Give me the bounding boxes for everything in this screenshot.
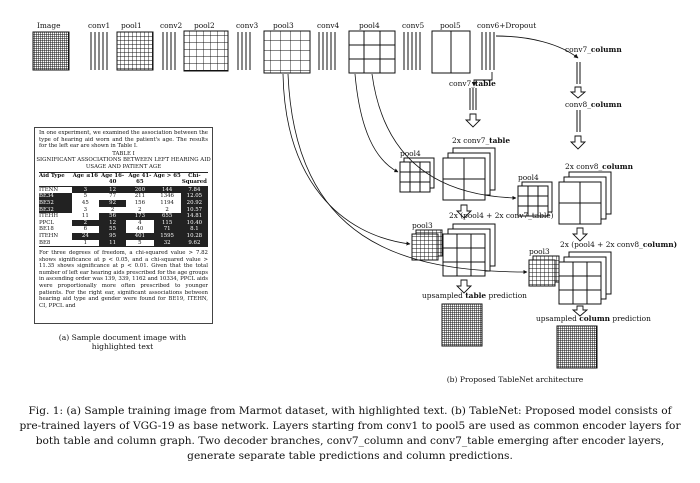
column-pool3-label: pool3 <box>529 247 550 256</box>
conv7-column-label: conv7_column <box>565 45 622 54</box>
pool5-block <box>431 30 471 74</box>
table-prediction-label: upsampled table prediction <box>422 291 527 300</box>
table-down-arrow-1 <box>464 113 482 128</box>
column-2x-conv8-label: 2x conv8_column <box>565 162 633 171</box>
table-pool3-grid <box>411 229 443 261</box>
skip-pool3-column <box>287 73 528 274</box>
diagram-caption: (b) Proposed TableNet architecture <box>446 375 584 384</box>
conv1-layer <box>90 32 108 70</box>
figure-caption: Fig. 1: (a) Sample training image from M… <box>19 405 681 462</box>
table-down-arrow-2 <box>455 204 473 219</box>
skip-pool3-table <box>282 73 411 246</box>
pool4-label: pool4 <box>359 21 380 30</box>
column-branch <box>495 35 612 369</box>
doc-table-title: TABLE I <box>112 150 135 157</box>
conv5-label: conv5 <box>402 21 425 30</box>
column-sum-label: 2x (pool4 + 2x conv8_column) <box>560 240 678 249</box>
column-down-arrow-3 <box>571 227 589 242</box>
doc-intro-text: In one experiment, we examined the assoc… <box>39 130 208 150</box>
table-pool3-label: pool3 <box>412 221 433 230</box>
column-down-arrow-4 <box>571 305 589 317</box>
conv2-layer <box>162 32 176 70</box>
conv2-label: conv2 <box>160 21 183 30</box>
pool2-block <box>183 30 229 72</box>
image-label: Image <box>37 21 61 30</box>
table-2x-conv7-block <box>442 147 496 201</box>
conv6-dropout-label: conv6+Dropout <box>477 21 537 30</box>
table-sum-label: 2x (pool4 + 2x conv7_table) <box>449 211 554 220</box>
conv4-label: conv4 <box>317 21 340 30</box>
column-down-arrow-1 <box>569 86 587 99</box>
input-image-block <box>32 31 70 71</box>
table-prediction-output <box>441 303 483 347</box>
column-prediction-label: upsampled column prediction <box>536 314 651 323</box>
conv8-column-label: conv8_column <box>565 100 622 109</box>
skip-connections <box>282 73 528 274</box>
column-down-arrow-2 <box>569 135 587 150</box>
table-sum-block <box>442 223 496 277</box>
table-branch <box>399 72 496 347</box>
conv1-label: conv1 <box>88 21 111 30</box>
pool3-label: pool3 <box>273 21 294 30</box>
column-sum-block <box>558 251 612 305</box>
pool1-block <box>116 31 154 71</box>
conv7-table-label: conv7_table <box>449 79 496 88</box>
column-pool3-grid <box>528 255 560 287</box>
pool1-label: pool1 <box>121 21 142 30</box>
pool3-block <box>263 30 311 74</box>
column-prediction-output <box>556 325 598 369</box>
skip-pool4-column <box>371 73 517 200</box>
skip-pool4-table <box>354 73 399 173</box>
sample-document-image: In one experiment, we examined the assoc… <box>34 127 213 324</box>
encoder-row <box>32 30 495 74</box>
conv5-layer <box>403 32 421 70</box>
column-2x-conv8-block <box>558 171 612 225</box>
pool4-block <box>348 30 396 74</box>
conv3-label: conv3 <box>236 21 259 30</box>
doc-closing-text: For three degrees of freedom, a chi-squa… <box>39 250 208 309</box>
table-2x-conv7-label: 2x conv7_table <box>452 136 511 145</box>
table-pool4-grid <box>399 157 435 193</box>
pool2-label: pool2 <box>194 21 215 30</box>
table-pool4-label: pool4 <box>400 149 421 158</box>
column-pool4-grid <box>517 181 553 217</box>
pool5-label: pool5 <box>440 21 461 30</box>
column-pool4-label: pool4 <box>518 173 539 182</box>
tablenet-architecture-diagram <box>32 30 612 369</box>
conv3-layer <box>237 32 251 70</box>
conv4-layer <box>318 32 336 70</box>
doc-table-subtitle: SIGNIFICANT ASSOCIATIONS BETWEEN LEFT HE… <box>36 157 211 170</box>
table-down-arrow-3 <box>455 279 473 294</box>
sample-document-caption: (a) Sample document image with highlight… <box>58 333 187 351</box>
conv6-dropout-layer <box>481 32 495 70</box>
